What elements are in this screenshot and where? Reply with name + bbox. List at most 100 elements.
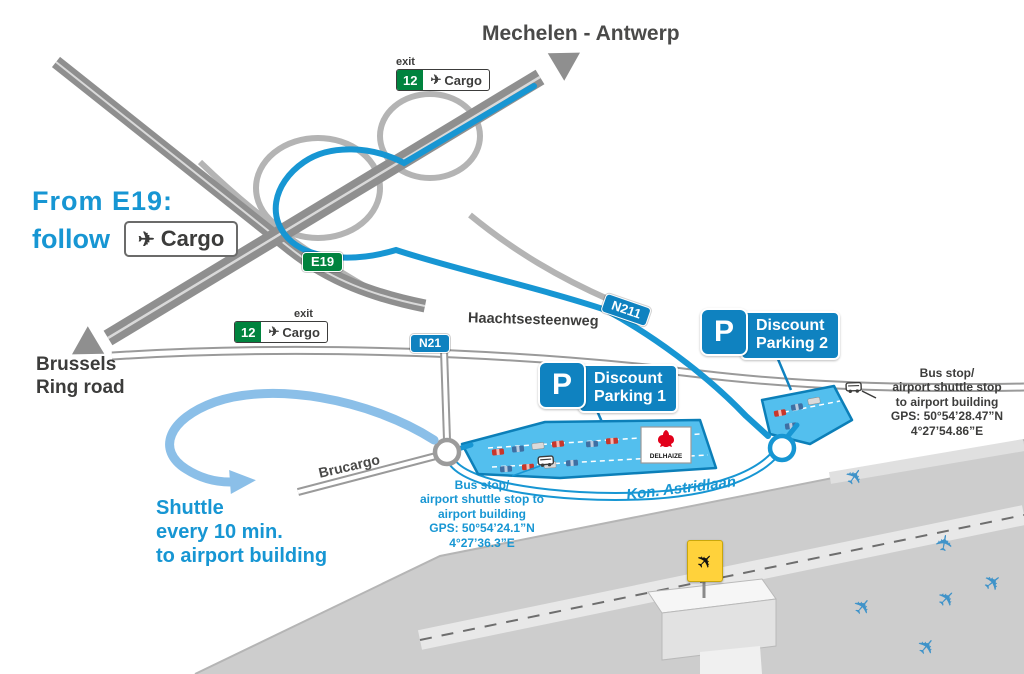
car-icon xyxy=(491,448,505,456)
bus-stop-1-line: Bus stop/ xyxy=(454,478,510,492)
airport-terminal-building xyxy=(647,578,777,674)
bus-stop-2-gps: GPS: 50°54’28.47”N xyxy=(890,409,1004,424)
cargo-direction: ✈ Cargo xyxy=(261,322,326,342)
delhaize-lion-logo xyxy=(658,430,674,447)
plane-icon: ✈ xyxy=(137,228,155,251)
delhaize-store: DELHAIZE xyxy=(640,426,692,464)
parking-icon: P xyxy=(538,361,586,409)
exit-word: exit xyxy=(294,308,313,320)
route-instruction-line2: follow xyxy=(32,223,110,254)
plane-icon: ✈ xyxy=(268,324,280,339)
bus-stop-2-icon xyxy=(845,381,862,394)
car-icon xyxy=(807,396,821,406)
bus-stop-2-line: airport shuttle stop xyxy=(892,380,1002,395)
label-destination-mechelen-antwerp: Mechelen - Antwerp xyxy=(482,22,680,45)
cargo-sign: ✈ Cargo xyxy=(123,221,239,257)
airport-area xyxy=(194,439,1024,674)
bus-stop-1-line: airport building xyxy=(438,506,526,521)
cargo-direction: ✈ Cargo xyxy=(423,70,488,90)
bus-stop-2-gps: 4°27’54.86”E xyxy=(910,423,984,438)
arrow-to-brussels-ring xyxy=(71,326,105,355)
road-badge-n21: N21 xyxy=(410,334,451,354)
bus-stop-1-icon xyxy=(537,455,555,467)
exit-12-cargo-sign-west: exit 12 ✈ Cargo xyxy=(234,308,328,343)
cargo-text: Cargo xyxy=(444,72,482,88)
road-parking-access xyxy=(440,349,451,441)
highway-interchange-ramps xyxy=(197,91,612,303)
exit-number-badge: 12 xyxy=(235,322,262,342)
bus-stop-2-line: to airport building xyxy=(895,394,999,409)
brussels-line2: Ring road xyxy=(36,376,125,398)
shuttle-note-line: every 10 min. xyxy=(156,521,283,543)
shuttle-loop-line xyxy=(165,388,439,487)
roundabout-west xyxy=(432,437,462,467)
route-e19-to-parking xyxy=(272,83,800,452)
roundabout-east xyxy=(767,433,797,463)
exit-sign-box: 12 ✈ Cargo xyxy=(396,69,490,91)
parking-2-surface xyxy=(760,384,854,446)
shuttle-route-arrow xyxy=(165,388,439,494)
car-icon xyxy=(585,440,599,448)
parking-1-sign: P Discount Parking 1 xyxy=(538,361,679,413)
plane-icon: ✈ xyxy=(430,72,442,87)
car-icon xyxy=(773,409,787,417)
road-badge-e19: E19 xyxy=(302,252,344,273)
parking-2-line2: Parking 2 xyxy=(756,335,829,353)
exit-number-badge: 12 xyxy=(397,70,424,90)
apron-edge xyxy=(194,439,1024,674)
exit-sign-box: 12 ✈ Cargo xyxy=(234,321,328,343)
shuttle-note-line: to airport building xyxy=(156,545,328,567)
highway-e19-main xyxy=(103,69,545,346)
label-destination-brussels-ring: Brussels Ring road xyxy=(36,354,125,400)
road-label-haachtsesteenweg: Haachtsesteenweg xyxy=(467,310,599,330)
route-instruction: From E19: follow ✈ Cargo xyxy=(32,186,239,257)
bus-stop-1-gps: 4°27’36.3”E xyxy=(449,535,515,550)
bus-stop-1-gps: GPS: 50°54’24.1”N xyxy=(429,521,535,536)
bus-stop-2-leader xyxy=(861,390,877,399)
bus-stop-2-line: Bus stop/ xyxy=(919,366,975,380)
route-main-line xyxy=(272,83,771,439)
parking-1-line1: Discount xyxy=(594,370,663,387)
plane-icon: ✈ xyxy=(691,547,720,576)
delhaize-label: DELHAIZE xyxy=(650,453,683,460)
exit-word: exit xyxy=(396,56,415,68)
parking-icon: P xyxy=(700,308,748,356)
airport-terminal-sign: ✈ xyxy=(687,540,723,582)
parking-2-line1: Discount xyxy=(756,317,825,334)
cargo-text: Cargo xyxy=(282,324,320,340)
cloverleaf-loop-1 xyxy=(253,135,383,241)
route-instruction-line1: From E19: xyxy=(32,186,174,216)
route-into-parking-2 xyxy=(785,422,800,439)
car-icon xyxy=(499,465,513,473)
bus-stop-1-line: airport shuttle stop to xyxy=(420,492,544,507)
parking-1-sign-label: Discount Parking 1 xyxy=(578,364,679,413)
cargo-text: Cargo xyxy=(160,226,225,251)
exit-12-cargo-sign-north: exit 12 ✈ Cargo xyxy=(396,56,490,91)
brussels-line1: Brussels xyxy=(36,354,117,375)
airplane-icon: ✈ xyxy=(930,531,959,555)
apron-surface xyxy=(195,440,1024,674)
parking-2-sign-label: Discount Parking 2 xyxy=(740,311,841,360)
car-icon xyxy=(511,445,525,453)
cloverleaf-loop-2 xyxy=(377,91,483,181)
bus-stop-2-note: Bus stop/ airport shuttle stop to airpor… xyxy=(876,366,1018,438)
road-e19-west xyxy=(51,56,427,313)
car-icon xyxy=(551,440,565,448)
car-icon xyxy=(605,437,619,445)
ramp-2 xyxy=(468,212,612,303)
parking-1-line2: Parking 1 xyxy=(594,388,667,406)
car-icon xyxy=(565,459,579,467)
car-icon xyxy=(531,442,545,450)
parked-cars-p2 xyxy=(773,396,821,430)
bus-stop-1-note: Bus stop/ airport shuttle stop to airpor… xyxy=(403,478,561,550)
road-brucargo xyxy=(296,452,438,496)
car-icon xyxy=(790,403,804,411)
shuttle-arrowhead-icon xyxy=(229,470,256,494)
shuttle-note-line: Shuttle xyxy=(156,497,224,519)
road-kon-astridlaan xyxy=(448,449,780,501)
parking-2-sign: P Discount Parking 2 xyxy=(700,308,841,360)
arrow-to-mechelen xyxy=(547,52,581,81)
taxiway xyxy=(828,439,1024,484)
